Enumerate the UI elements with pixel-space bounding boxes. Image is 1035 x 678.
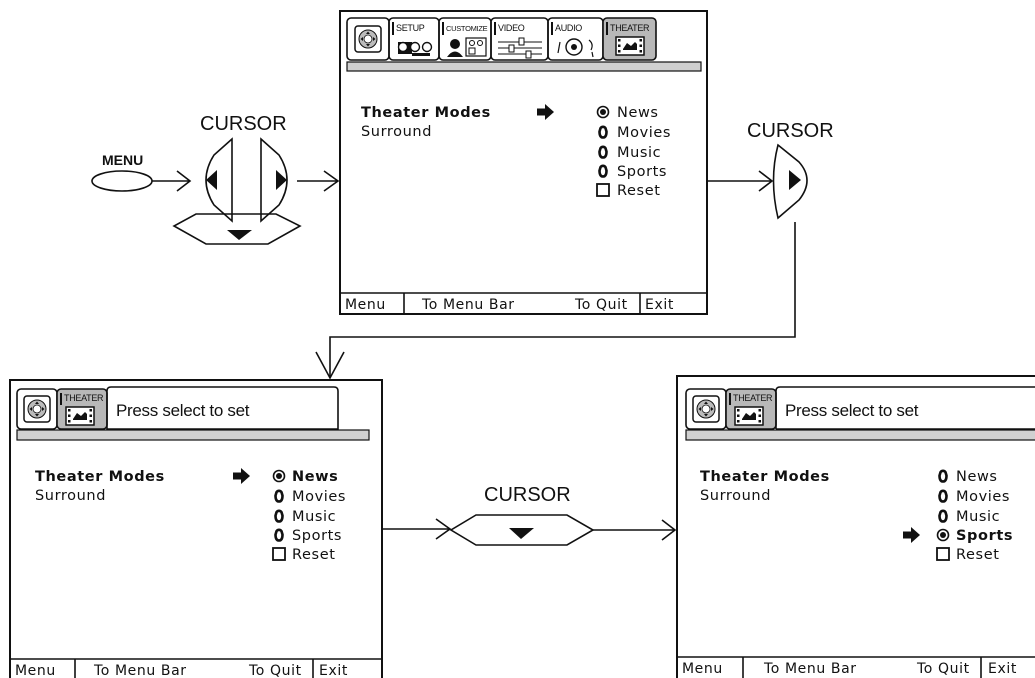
menu-bar-strip: [346, 61, 702, 72]
footer-to-quit: To Quit: [574, 297, 628, 313]
footer-menu: Menu: [682, 661, 723, 677]
footer-to-menu-bar: To Menu Bar: [763, 661, 857, 677]
radio-selected-icon: [936, 528, 950, 542]
option-movies: Movies: [292, 489, 346, 505]
connector-arrow: [707, 170, 774, 192]
banner-text: Press select to set: [785, 401, 919, 420]
option-music: Music: [292, 509, 336, 525]
connector-line: [329, 222, 796, 378]
radio-selected-icon: [596, 105, 610, 119]
option-music: Music: [617, 145, 661, 161]
bottom-left-screen: THEATER Press select to set Theater Mode…: [9, 379, 383, 678]
svg-text:THEATER: THEATER: [610, 23, 650, 33]
footer-exit: Exit: [988, 661, 1017, 677]
menu-subheading: Surround: [700, 488, 771, 504]
checkbox-icon: [596, 183, 610, 197]
svg-text:AUDIO: AUDIO: [555, 23, 582, 33]
menu-heading: Theater Modes: [361, 105, 491, 121]
option-reset: Reset: [292, 547, 336, 563]
connector-arrow: [382, 518, 452, 540]
menu-button-shape: [91, 170, 153, 192]
menu-button-group: MENU: [91, 152, 153, 192]
menu-bar: SETUP CUSTOMIZE VIDEO: [346, 17, 702, 72]
menu-heading: Theater Modes: [700, 469, 830, 485]
option-sports: Sports: [956, 528, 1013, 544]
cursor-right-button: [772, 143, 808, 220]
option-news: News: [617, 105, 659, 121]
radio-selected-icon: [272, 469, 286, 483]
footer-exit: Exit: [319, 663, 348, 678]
tab-theater: THEATER: [56, 388, 108, 430]
option-news: News: [956, 469, 998, 485]
navigation-icon: [692, 395, 720, 423]
connector-arrowhead: [315, 351, 345, 380]
tab-audio: AUDIO: [547, 17, 604, 61]
top-screen: SETUP CUSTOMIZE VIDEO: [339, 10, 708, 315]
menu-heading: Theater Modes: [35, 469, 165, 485]
footer-to-menu-bar: To Menu Bar: [421, 297, 515, 313]
cursor-left-button: [205, 137, 233, 223]
svg-text:CUSTOMIZE: CUSTOMIZE: [446, 24, 488, 33]
option-movies: Movies: [617, 125, 671, 141]
banner-box: [775, 386, 1035, 429]
svg-text:THEATER: THEATER: [64, 393, 104, 403]
menu-bar-strip: [16, 429, 370, 441]
bottom-right-screen: THEATER Press select to set Theater Mode…: [676, 375, 1035, 678]
footer-menu: Menu: [345, 297, 386, 313]
connector-arrow: [297, 170, 340, 192]
cursor-label: CURSOR: [200, 113, 287, 135]
svg-text:SETUP: SETUP: [396, 23, 425, 33]
banner-text: Press select to set: [116, 401, 250, 420]
svg-text:THEATER: THEATER: [733, 393, 773, 403]
footer-menu: Menu: [15, 663, 56, 678]
banner-box: [106, 386, 339, 430]
selection-arrow-icon: [903, 527, 920, 543]
film-icon: [615, 36, 645, 56]
menu-button-label: MENU: [102, 152, 143, 168]
tab-theater: THEATER: [602, 17, 657, 61]
film-icon: [65, 406, 95, 426]
menu-subheading: Surround: [35, 488, 106, 504]
tab-theater: THEATER: [725, 388, 777, 430]
cursor-label: CURSOR: [747, 120, 834, 142]
footer-to-quit: To Quit: [916, 661, 970, 677]
footer-bar: Menu To Menu Bar To Quit Exit: [340, 292, 707, 314]
radio-open-icon: [938, 469, 948, 483]
radio-open-icon: [938, 509, 948, 523]
navigation-icon: [23, 395, 51, 423]
option-news: News: [292, 469, 338, 485]
option-sports: Sports: [617, 164, 667, 180]
tab-video: VIDEO: [490, 17, 549, 61]
connector-arrow: [593, 519, 677, 541]
svg-text:VIDEO: VIDEO: [498, 23, 525, 33]
option-sports: Sports: [292, 528, 342, 544]
checkbox-icon: [272, 547, 286, 561]
cursor-down-button: [172, 213, 302, 245]
option-reset: Reset: [956, 547, 1000, 563]
menu-subheading: Surround: [361, 124, 432, 140]
footer-exit: Exit: [645, 297, 674, 313]
film-icon: [734, 406, 764, 426]
option-reset: Reset: [617, 183, 661, 199]
connector-arrow: [152, 170, 192, 192]
checkbox-icon: [936, 547, 950, 561]
cursor-label: CURSOR: [484, 484, 571, 506]
footer-bar: Menu To Menu Bar To Quit Exit: [677, 656, 1035, 678]
footer-bar: Menu To Menu Bar To Quit Exit: [10, 658, 382, 678]
cursor-right-button: [260, 137, 288, 223]
option-music: Music: [956, 509, 1000, 525]
cursor-down-button: [449, 514, 595, 546]
footer-to-menu-bar: To Menu Bar: [93, 663, 187, 678]
menu-bar-strip: [685, 429, 1035, 441]
tab-setup: SETUP: [388, 17, 440, 61]
option-movies: Movies: [956, 489, 1010, 505]
radio-open-icon: [938, 489, 948, 503]
navigation-icon: [354, 25, 382, 53]
tab-customize: CUSTOMIZE: [438, 17, 492, 61]
footer-to-quit: To Quit: [248, 663, 302, 678]
